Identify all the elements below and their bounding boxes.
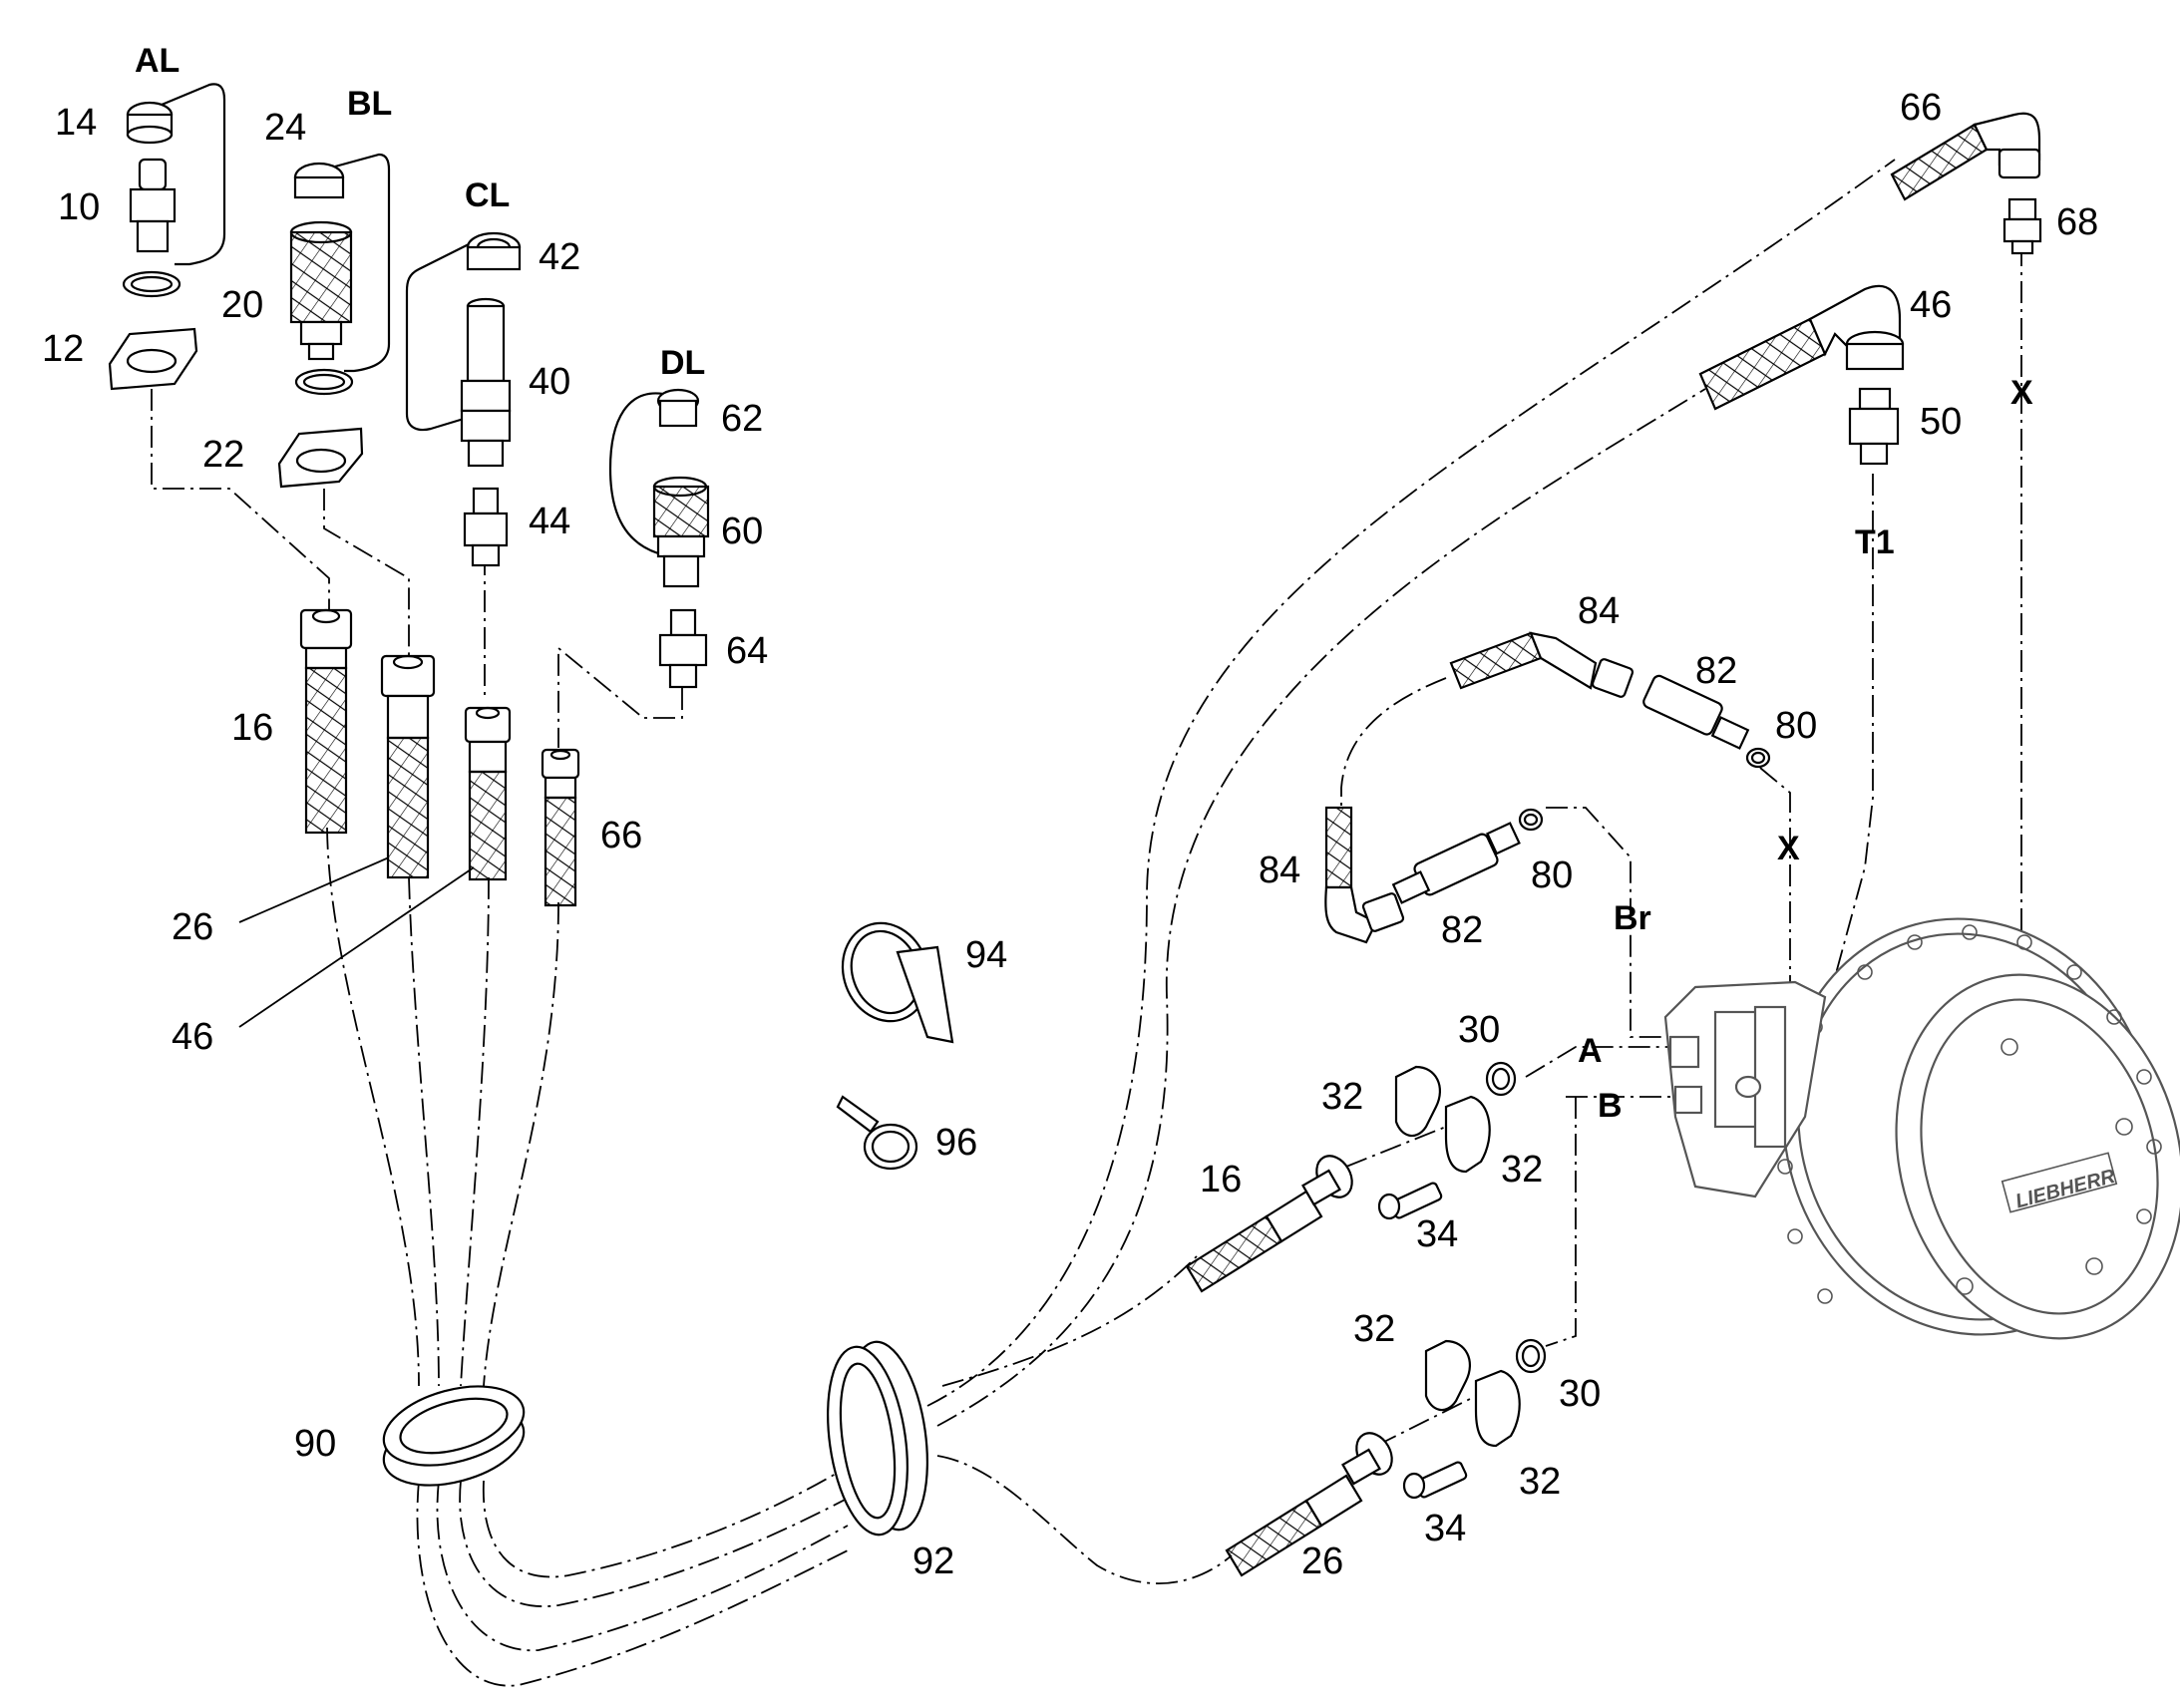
label-26-right: 26 [1301,1540,1343,1582]
label-82-lower: 82 [1441,909,1483,951]
grommet-92 [827,1340,928,1537]
label-B: B [1598,1087,1623,1125]
label-66-left: 66 [600,815,642,856]
valve-82-lower [1391,808,1544,904]
coupling-20 [289,230,353,324]
label-26-left: 26 [172,906,213,948]
label-12: 12 [42,328,84,370]
fitting-64 [669,608,697,637]
fitting-10 [138,158,168,191]
label-84-upper: 84 [1578,590,1620,632]
hose-46-upper [1698,284,1905,466]
group-bl [277,153,391,489]
hose-26-left [386,736,430,879]
label-46-left: 46 [172,1016,213,1058]
label-Br: Br [1614,899,1651,937]
group-cl [405,231,522,567]
flange-22 [277,427,364,489]
coupling-60 [652,485,710,538]
clamp-94 [841,921,954,1044]
label-90: 90 [294,1423,336,1465]
label-32-d: 32 [1519,1461,1561,1503]
hoses-left [299,608,580,907]
label-92: 92 [912,1540,954,1582]
hose-84-upper [1449,631,1635,698]
hose-26-right [1225,1432,1393,1577]
label-34-a: 34 [1416,1213,1458,1255]
valve-82-upper [1642,674,1771,769]
label-80-upper: 80 [1775,705,1817,747]
label-14: 14 [55,102,97,144]
travel-motor: LIEBHERR [1663,917,2180,1340]
label-64: 64 [726,630,768,672]
label-68: 68 [2056,201,2098,243]
label-DL: DL [660,344,705,382]
flange-12 [108,327,198,391]
label-40: 40 [529,361,570,403]
label-16-left: 16 [231,707,273,749]
oring-30-lower [1515,1338,1547,1374]
label-24: 24 [264,107,306,149]
fitting-50 [1858,387,1892,411]
hose-16-right [1185,1155,1353,1293]
grommet-90 [382,1385,526,1487]
flange-halves-upper [1377,1061,1517,1220]
fitting-44 [472,487,500,515]
label-42: 42 [539,236,580,278]
label-10: 10 [58,186,100,228]
label-44: 44 [529,501,570,542]
hose-16-left [304,666,348,835]
label-96: 96 [935,1122,977,1164]
label-82-upper: 82 [1695,650,1737,692]
group-dl [608,388,710,689]
group-al [108,83,226,391]
label-30-lower: 30 [1559,1373,1601,1415]
label-T1: T1 [1855,523,1895,561]
label-A: A [1578,1032,1603,1070]
label-66-upper: 66 [1900,87,1942,129]
coupling-40 [466,304,506,383]
label-X-upper: X [2010,374,2033,412]
label-BL: BL [347,85,392,123]
fitting-68 [2007,197,2037,221]
label-60: 60 [721,511,763,552]
label-34-b: 34 [1424,1508,1466,1549]
label-AL: AL [135,42,180,80]
label-CL: CL [465,176,510,214]
hose-66-left [544,796,577,907]
label-32-b: 32 [1501,1149,1543,1191]
leader-lines [238,856,475,1028]
flange-halves-lower [1402,1338,1547,1500]
label-30-upper: 30 [1458,1009,1500,1051]
label-94: 94 [965,934,1007,976]
hose-66-upper [1890,112,2042,255]
label-16-right: 16 [1200,1159,1242,1200]
tie-96 [836,1095,918,1171]
hose-46-left [468,770,508,881]
oring-30-upper [1485,1061,1517,1097]
label-46-upper: 46 [1910,284,1952,326]
label-32-c: 32 [1353,1308,1395,1350]
label-20: 20 [221,284,263,326]
label-50: 50 [1920,401,1962,443]
callouts: AL 14 10 12 BL 24 20 22 CL 42 40 44 DL 6… [42,42,2098,1582]
label-22: 22 [202,434,244,476]
label-80-lower: 80 [1531,854,1573,896]
label-62: 62 [721,398,763,440]
label-32-a: 32 [1321,1076,1363,1118]
label-X-lower: X [1777,830,1800,867]
hose-84-lower [1324,806,1405,944]
label-84-lower: 84 [1259,850,1300,891]
